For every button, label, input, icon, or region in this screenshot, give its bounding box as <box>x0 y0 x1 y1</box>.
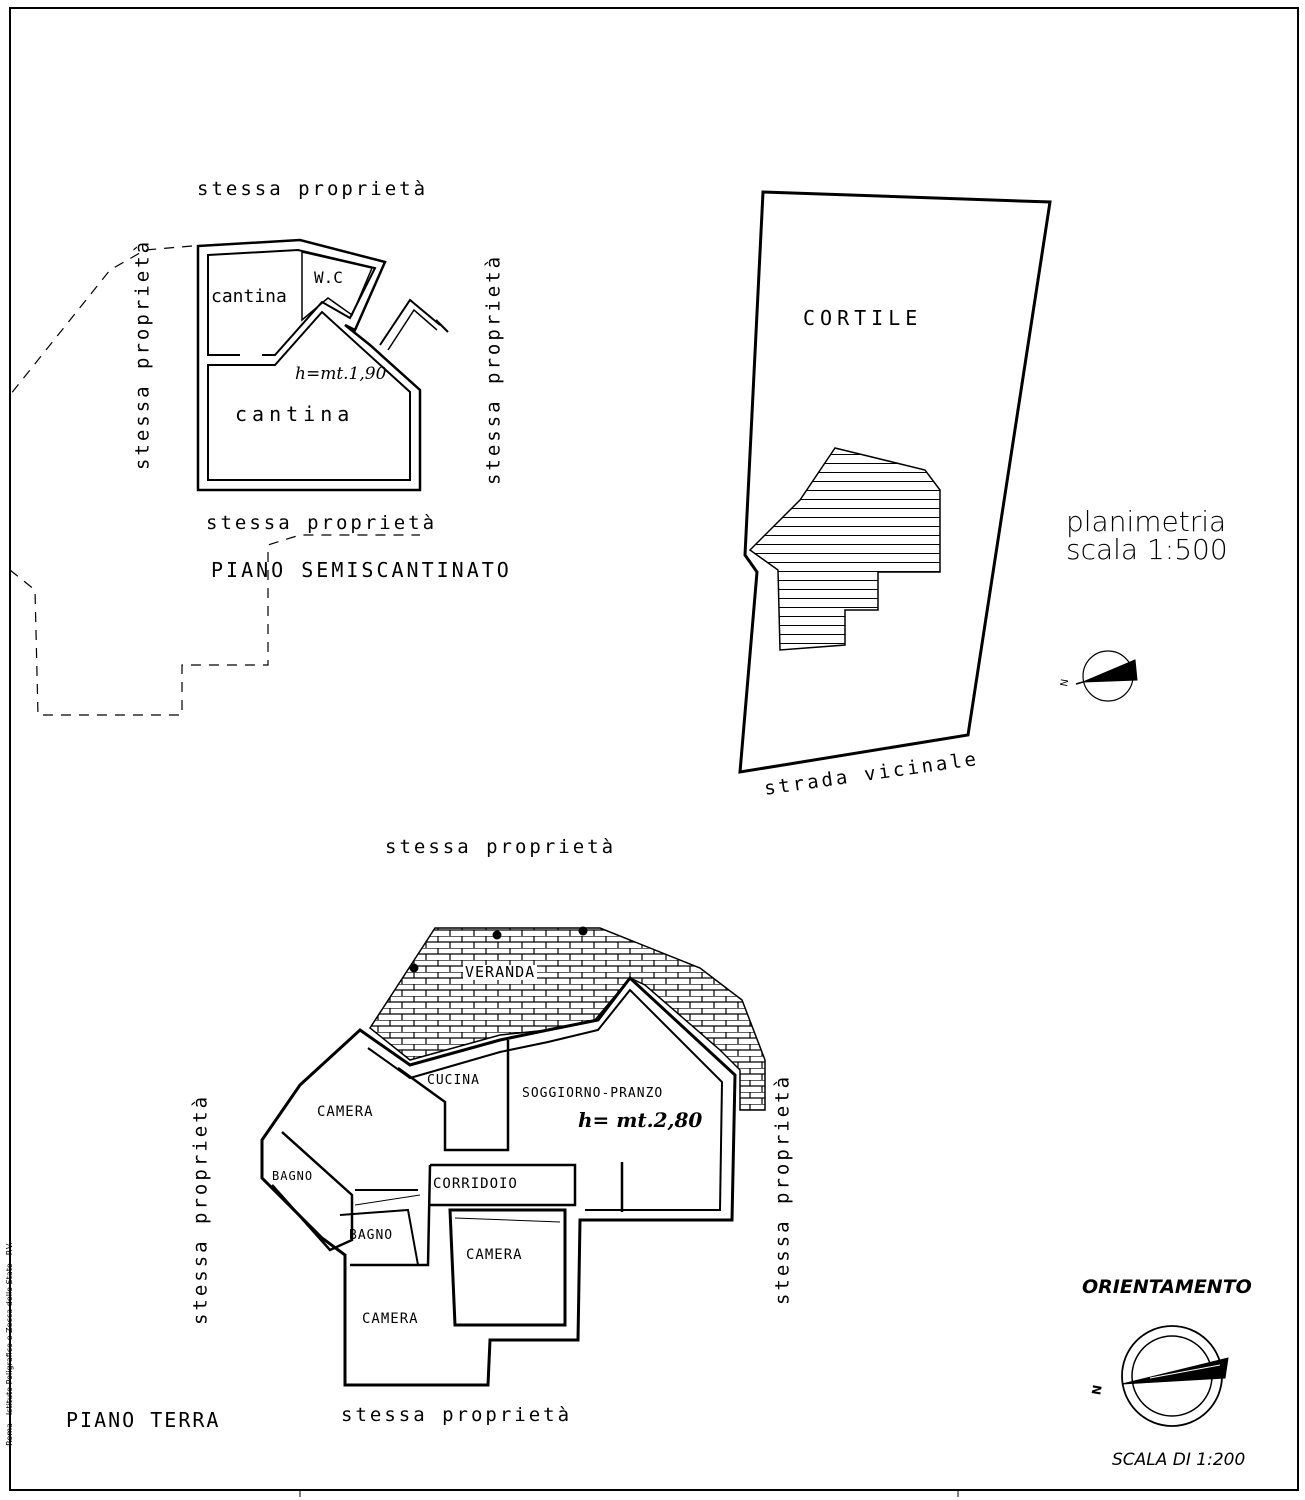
orientamento-scale: SCALA DI 1:200 <box>1112 1450 1246 1470</box>
semi-adj-right: stessa proprietà <box>482 253 505 486</box>
side-strip-text: Roma - Istituto Poligrafico e Zecca dell… <box>5 1242 14 1446</box>
plan-title-line1: planimetria <box>1066 505 1227 538</box>
terra-floor-title: PIANO TERRA <box>66 1408 221 1432</box>
semi-height: h=mt.1,90 <box>295 364 387 384</box>
semi-floor-title: PIANO SEMISCANTINATO <box>211 558 512 582</box>
semi-room-wc: W.C <box>314 268 343 287</box>
orientamento-title: ORIENTAMENTO <box>1082 1276 1252 1298</box>
plan-title-line2: scala 1:500 <box>1066 533 1228 566</box>
terra-soggiorno: SOGGIORNO-PRANZO <box>522 1086 664 1101</box>
terra-camera-3: CAMERA <box>362 1311 419 1327</box>
terra-camera-2: CAMERA <box>466 1247 523 1263</box>
terra-bagno-1: BAGNO <box>272 1169 314 1183</box>
terra-plan <box>260 926 766 1387</box>
orientamento-north-label: N <box>1089 1383 1105 1397</box>
terra-adj-left: stessa proprietà <box>189 1093 212 1326</box>
semi-adj-top: stessa proprietà <box>197 178 429 200</box>
terra-camera-1: CAMERA <box>317 1104 374 1120</box>
terra-corridoio: CORRIDOIO <box>433 1176 518 1192</box>
planimetria-site <box>738 190 1052 774</box>
terra-cucina: CUCINA <box>427 1073 480 1088</box>
semi-room-cantina-1: cantina <box>211 286 287 307</box>
semi-room-cantina-2: cantina <box>235 402 355 426</box>
plan-cortile: CORTILE <box>803 306 923 330</box>
semiscantinato-plan <box>9 238 449 716</box>
terra-adj-right: stessa proprietà <box>771 1073 794 1306</box>
planimetria-north-arrow <box>1075 650 1138 702</box>
semi-adj-left: stessa proprietà <box>131 238 154 471</box>
terra-adj-bottom: stessa proprietà <box>341 1404 573 1426</box>
semi-adj-bottom: stessa proprietà <box>206 512 438 534</box>
terra-bagno-2: BAGNO <box>349 1228 394 1243</box>
terra-height: h= mt.2,80 <box>578 1108 703 1132</box>
orientamento-compass <box>1121 1325 1229 1427</box>
plan-north-label: N <box>1059 678 1072 688</box>
terra-adj-top: stessa proprietà <box>385 836 617 858</box>
terra-veranda: VERANDA <box>463 963 538 981</box>
sheet-border <box>9 7 1299 1491</box>
